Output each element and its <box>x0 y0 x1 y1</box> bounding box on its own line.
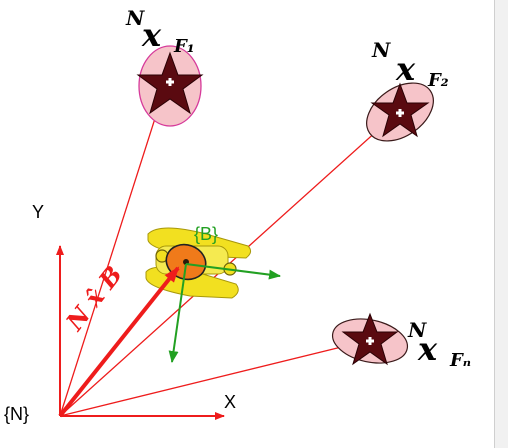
feature-1-pre: N <box>126 6 145 30</box>
right-margin-strip <box>494 0 508 448</box>
feature-1-main: x <box>142 16 162 54</box>
frame-b-label: {B} <box>194 224 219 244</box>
feature-n-pre: N <box>408 318 427 342</box>
vector-to-body <box>58 266 180 418</box>
axis-x-label: X <box>224 392 237 412</box>
feature-1-sub: F₁ <box>174 36 195 57</box>
feature-n-marker <box>331 312 409 366</box>
feature-2-label: N x F₂ <box>372 38 482 98</box>
feature-2-sub: F₂ <box>428 70 449 91</box>
frame-n-label: {N} <box>4 404 30 424</box>
axis-y-label: Y <box>32 202 45 222</box>
feature-2-marker <box>366 82 434 142</box>
feature-n-sub: Fₙ <box>450 350 472 371</box>
vector-to-feature-n <box>59 338 371 417</box>
feature-2-main: x <box>396 50 416 88</box>
body-z-axis <box>168 263 187 363</box>
feature-2-pre: N <box>372 38 391 62</box>
feature-1-label: N x F₁ <box>126 6 236 66</box>
cross-icon <box>366 337 374 345</box>
feature-n-main: x <box>418 330 438 368</box>
feature-n-label: N x Fₙ <box>408 318 508 378</box>
vector-to-feature-1 <box>59 83 168 417</box>
body-x-axis <box>185 263 281 280</box>
cross-icon <box>166 78 174 86</box>
feature-1-marker <box>136 45 204 127</box>
cross-icon <box>396 109 404 117</box>
